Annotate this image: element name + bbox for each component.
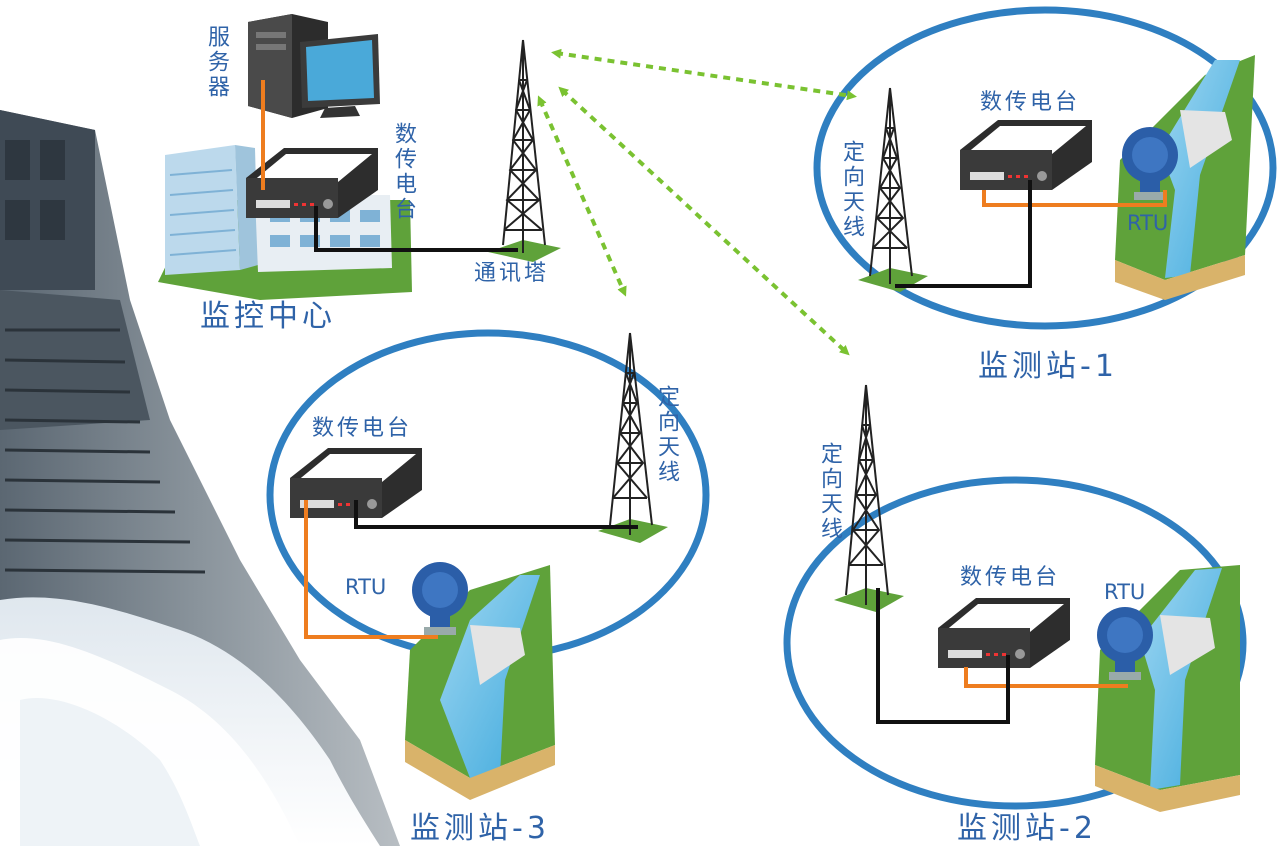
cable-s3-radio-rtu xyxy=(304,500,438,639)
wireless-links xyxy=(537,48,857,356)
radio-center xyxy=(246,148,378,218)
link-tower-station-2 xyxy=(558,86,850,356)
antenna-station-1 xyxy=(858,87,928,292)
communication-tower xyxy=(488,39,561,262)
radio-station-2 xyxy=(938,598,1070,668)
monitoring-center-building xyxy=(158,145,412,300)
cable-s2-radio-rtu xyxy=(964,667,1128,688)
tower-label: 通讯塔 xyxy=(474,261,550,286)
cable-s2-radio-antenna xyxy=(876,588,1010,724)
cables xyxy=(261,80,1167,724)
link-tower-station-3 xyxy=(537,95,627,297)
center-title: 监控中心 xyxy=(200,299,336,334)
dam-illustration xyxy=(0,110,400,846)
station-1-title: 监测站-1 xyxy=(978,349,1118,384)
rtu-sensor-station-3 xyxy=(412,562,468,635)
station-1-rtu-label: RTU xyxy=(1127,211,1169,235)
link-tower-station-1 xyxy=(551,48,857,101)
station-2-rtu-label: RTU xyxy=(1104,580,1146,604)
station-1-antenna-label: 定向天线 xyxy=(839,140,864,240)
station-3-radio-label: 数传电台 xyxy=(312,416,413,441)
station-3-antenna-label: 定向天线 xyxy=(654,385,679,485)
antenna-station-2 xyxy=(834,384,904,612)
station-1-radio-label: 数传电台 xyxy=(980,90,1081,115)
cable-s1-radio-antenna xyxy=(895,180,1032,288)
radio-station-1 xyxy=(960,120,1092,190)
radio-station-3 xyxy=(290,448,422,518)
station-2-radio-label: 数传电台 xyxy=(960,565,1061,590)
station-2-boundary xyxy=(783,476,1247,810)
rtu-sensor-station-1 xyxy=(1122,127,1178,200)
cable-center-radio-tower xyxy=(314,206,518,252)
station-2-antenna-label: 定向天线 xyxy=(817,442,842,542)
rtu-sensor-station-2 xyxy=(1097,607,1153,680)
server-computer xyxy=(248,14,380,118)
station-3-title: 监测站-3 xyxy=(410,811,550,846)
center-radio-label: 数传电台 xyxy=(391,122,416,222)
server-label: 服务器 xyxy=(204,25,229,100)
station-3-rtu-label: RTU xyxy=(345,575,387,599)
station-2-title: 监测站-2 xyxy=(957,811,1097,846)
water-channel-station-1 xyxy=(1115,55,1255,300)
cable-s1-radio-rtu xyxy=(982,190,1167,207)
cable-s3-radio-antenna xyxy=(354,500,638,529)
